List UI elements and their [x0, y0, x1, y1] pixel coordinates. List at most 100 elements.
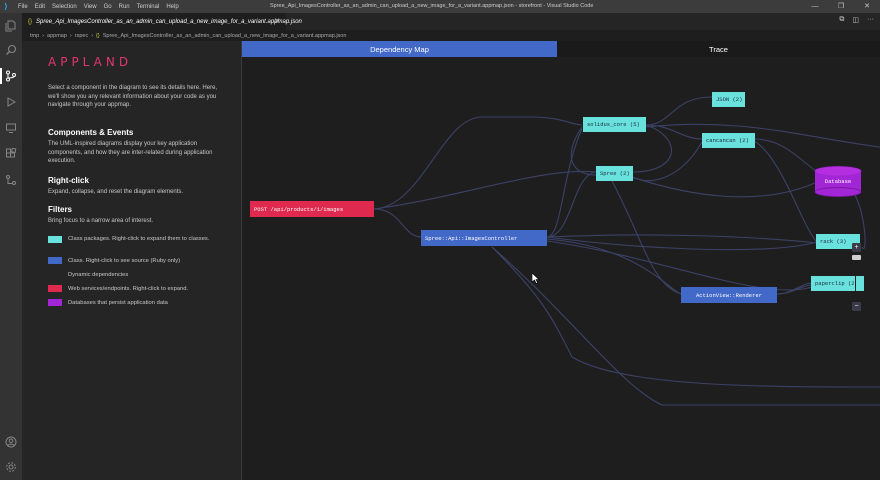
node-images-controller[interactable]: Spree::Api::ImagesController [421, 230, 547, 246]
section-heading: Filters [48, 205, 73, 214]
node-package-rack[interactable]: rack (3) [816, 234, 860, 249]
edge [546, 236, 818, 251]
explorer-icon[interactable] [3, 18, 19, 34]
edge [645, 124, 703, 140]
edge [546, 234, 818, 244]
open-changes-icon[interactable]: ⧉ [839, 16, 845, 23]
tab-dependency-map[interactable]: Dependency Map [242, 41, 557, 57]
node-package-cancancan[interactable]: cancancan (2) [702, 133, 755, 148]
breadcrumb-item[interactable]: tmp [30, 32, 40, 39]
intro-text: Select a component in the diagram to see… [48, 85, 218, 108]
legend-swatch [48, 285, 62, 292]
menu-run[interactable]: Run [118, 3, 130, 10]
menu-help[interactable]: Help [166, 3, 179, 10]
edge [373, 116, 583, 210]
editor-actions: ⧉ ◫ ··· [839, 16, 874, 24]
view-tabs: Dependency Map Trace [242, 41, 880, 57]
section-text: Bring focus to a narrow area of interest… [48, 218, 154, 224]
menu-selection[interactable]: Selection [52, 3, 77, 10]
edge [776, 282, 813, 295]
breadcrumb-item[interactable]: rspec [74, 32, 89, 39]
legend-swatch [48, 271, 62, 278]
menu-go[interactable]: Go [103, 3, 112, 10]
maximize-button[interactable]: ❐ [837, 3, 845, 10]
legend-swatch [48, 257, 62, 264]
legend-swatch [48, 299, 62, 306]
run-debug-icon[interactable] [3, 94, 19, 110]
account-icon[interactable] [3, 434, 19, 450]
window-controls: — ❐ ✕ [802, 0, 880, 13]
editor-tab-strip: {} Spree_Api_ImagesController_as_an_admi… [22, 13, 880, 30]
edge [645, 96, 713, 126]
section-text: The UML-inspired diagrams display your k… [48, 141, 213, 164]
breadcrumb-separator: › [42, 32, 45, 39]
search-icon[interactable] [3, 42, 19, 58]
legend-item: Class. Right-click to see source (Ruby o… [48, 257, 180, 264]
editor-tab-label: Spree_Api_ImagesController_as_an_admin_c… [36, 18, 302, 25]
node-database[interactable] [814, 165, 864, 199]
mouse-cursor-icon [532, 273, 540, 284]
node-package-partial[interactable] [856, 276, 864, 291]
json-file-icon: {} [28, 18, 33, 25]
edge [853, 192, 866, 250]
extensions-icon[interactable] [3, 146, 19, 162]
menu-terminal[interactable]: Terminal [136, 3, 160, 10]
close-window-button[interactable]: ✕ [864, 3, 870, 10]
edge [753, 138, 818, 173]
zoom-slider-handle[interactable] [852, 255, 861, 260]
node-package-spree[interactable]: Spree (2) [596, 166, 633, 181]
source-control-icon[interactable] [0, 68, 19, 84]
appmap-icon[interactable] [3, 172, 19, 188]
legend-item: Class packages. Right-click to expand th… [48, 235, 233, 243]
section-heading: Components & Events [48, 128, 134, 137]
node-actionview-renderer[interactable]: ActionView::Renderer [681, 287, 777, 303]
menu-edit[interactable]: Edit [34, 3, 46, 10]
database-label: Database [824, 178, 852, 185]
node-http-endpoint[interactable]: POST /api/products/1/images [250, 201, 374, 217]
vscode-logo-icon: ⟩ [4, 2, 8, 11]
breadcrumb: tmp › appmap › rspec › {} Spree_Api_Imag… [22, 30, 880, 41]
edge [373, 170, 597, 210]
edge [611, 180, 683, 295]
title-bar: ⟩ File Edit Selection View Go Run Termin… [0, 0, 880, 13]
remote-explorer-icon[interactable] [3, 120, 19, 136]
section-text: Expand, collapse, and reset the diagram … [48, 189, 184, 195]
split-editor-icon[interactable]: ◫ [852, 17, 859, 24]
edge [546, 128, 583, 238]
edge [546, 240, 813, 291]
minimize-button[interactable]: — [811, 3, 819, 10]
activity-bar [0, 13, 22, 480]
edge [631, 124, 672, 173]
edge [631, 176, 818, 198]
edge-layer [373, 96, 880, 406]
json-file-icon: {} [96, 32, 100, 39]
details-panel: APPLAND Select a component in the diagra… [22, 41, 242, 480]
menu-file[interactable]: File [18, 3, 28, 10]
legend-item: Dynamic dependencies [48, 271, 128, 278]
edge [546, 171, 597, 238]
section-heading: Right-click [48, 176, 89, 185]
legend-swatch [48, 236, 62, 243]
legend-item: Web services/endpoints. Right-click to e… [48, 285, 188, 292]
menu-view[interactable]: View [83, 3, 97, 10]
window-title: Spree_Api_ImagesController_as_an_admin_c… [270, 3, 594, 9]
settings-gear-icon[interactable] [3, 459, 19, 475]
dependency-map-canvas[interactable]: POST /api/products/1/images Spree::Api::… [242, 57, 880, 480]
more-actions-icon[interactable]: ··· [867, 16, 874, 23]
editor-tab[interactable]: {} Spree_Api_ImagesController_as_an_admi… [22, 13, 302, 30]
edge [570, 126, 597, 176]
breadcrumb-separator: › [91, 32, 94, 39]
zoom-out-button[interactable]: − [852, 302, 861, 311]
node-package-solidus-core[interactable]: solidus_core (5) [583, 117, 646, 132]
breadcrumb-file[interactable]: Spree_Api_ImagesController_as_an_admin_c… [102, 32, 347, 39]
node-package-json[interactable]: JSON (2) [712, 92, 745, 107]
tab-trace[interactable]: Trace [557, 41, 880, 57]
legend-item: Databases that persist application data [48, 299, 168, 306]
edge [373, 208, 423, 238]
node-package-paperclip[interactable]: paperclip (2) [811, 276, 855, 291]
close-tab-icon[interactable]: ✕ [274, 18, 280, 25]
menu-bar: File Edit Selection View Go Run Terminal… [18, 4, 179, 10]
edge [753, 140, 818, 243]
breadcrumb-item[interactable]: appmap [47, 32, 67, 39]
zoom-in-button[interactable]: + [852, 243, 861, 252]
